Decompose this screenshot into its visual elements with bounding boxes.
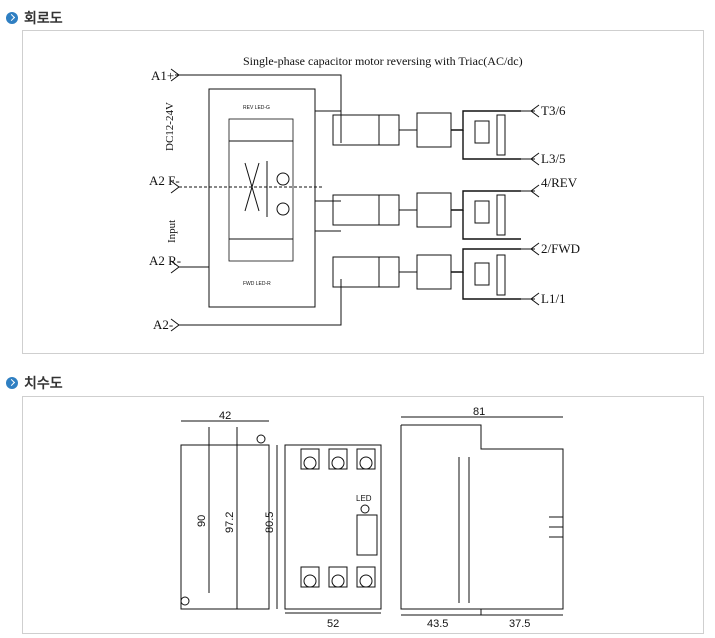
- channel-1: [332, 112, 452, 148]
- dim-width-top: 42: [219, 410, 231, 422]
- side-view: [180, 444, 270, 610]
- dim-depth-b: 37.5: [509, 618, 530, 630]
- label-l3-5: L3/5: [541, 151, 566, 166]
- section-title: 회로도: [24, 10, 63, 26]
- label-a2-r: A2 R-: [149, 253, 181, 268]
- front-view: [284, 444, 382, 610]
- label-l1-1: L1/1: [541, 291, 566, 306]
- label-4-rev: 4/REV: [541, 175, 578, 190]
- dim-height-front: 80.5: [264, 512, 276, 533]
- channel-2: [332, 192, 452, 228]
- circuit-diagram-panel: Single-phase capacitor motor reversing w…: [22, 30, 704, 354]
- dim-depth-total: 81: [473, 406, 485, 418]
- chevron-right-icon: [6, 377, 18, 389]
- section-heading-dimensions: 치수도: [6, 373, 63, 393]
- channel-3: [332, 254, 452, 290]
- dim-width-front: 52: [327, 618, 339, 630]
- section-heading-circuit: 회로도: [6, 8, 63, 28]
- led-label: LED: [356, 494, 372, 503]
- controller-box: [208, 88, 316, 308]
- chevron-right-icon: [6, 12, 18, 24]
- label-voltage: DC12-24V: [164, 102, 176, 151]
- section-title: 치수도: [24, 375, 63, 391]
- label-fwd-led: FWD LED-R: [243, 281, 271, 287]
- circuit-title: Single-phase capacitor motor reversing w…: [243, 54, 523, 68]
- label-t3-6: T3/6: [541, 103, 566, 118]
- label-2-fwd: 2/FWD: [541, 241, 580, 256]
- dim-height-outer: 97.2: [224, 512, 236, 533]
- label-a2-minus: A2-: [153, 317, 173, 332]
- circuit-diagram: Single-phase capacitor motor reversing w…: [149, 54, 580, 332]
- label-a2-f: A2 F-: [149, 173, 180, 188]
- dimension-drawing: 42 90 97.2 80.5 52 LED 81 43.5 37.5: [180, 406, 564, 630]
- label-rev-led: REV LED-G: [243, 105, 270, 111]
- dim-height-inner: 90: [196, 515, 208, 527]
- dimension-drawing-panel: 42 90 97.2 80.5 52 LED 81 43.5 37.5: [22, 396, 704, 634]
- label-input: Input: [166, 220, 178, 243]
- dim-depth-a: 43.5: [427, 618, 448, 630]
- label-a1-plus: A1+: [151, 68, 174, 83]
